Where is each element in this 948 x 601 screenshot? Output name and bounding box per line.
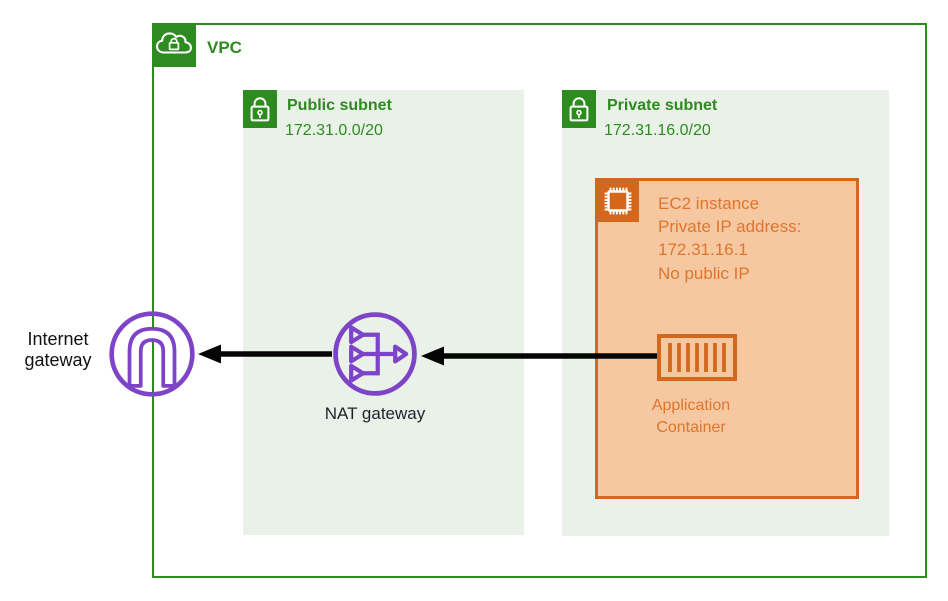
ec2-private-ip-value: 172.31.16.1 bbox=[658, 240, 748, 260]
ec2-instance-box bbox=[595, 178, 859, 499]
internet-gateway-label: Internet gateway bbox=[8, 329, 108, 371]
private-subnet-label: Private subnet bbox=[607, 97, 718, 114]
ec2-title: EC2 instance bbox=[658, 194, 760, 213]
application-container-label: Application Container bbox=[621, 395, 761, 438]
ec2-chip-icon bbox=[597, 180, 639, 222]
nat-gateway-label: NAT gateway bbox=[324, 404, 426, 423]
public-subnet-region bbox=[243, 90, 524, 535]
internet-gateway-icon bbox=[107, 309, 197, 399]
public-subnet-label: Public subnet bbox=[287, 97, 392, 114]
private-subnet-lock-icon bbox=[562, 90, 596, 128]
private-subnet-cidr: 172.31.16.0/20 bbox=[604, 122, 711, 139]
vpc-boundary bbox=[152, 23, 927, 578]
ec2-no-public-ip: No public IP bbox=[658, 263, 750, 283]
ec2-instance-text: EC2 instance Private IP address: 172.31.… bbox=[658, 192, 801, 285]
igw-label-line2: gateway bbox=[24, 350, 92, 370]
container-label-line2: Container bbox=[656, 418, 726, 436]
application-container-icon bbox=[657, 334, 737, 381]
container-label-line1: Application bbox=[651, 397, 731, 414]
nat-gateway-icon bbox=[331, 310, 419, 398]
public-subnet-cidr: 172.31.0.0/20 bbox=[285, 122, 383, 139]
vpc-label: VPC bbox=[207, 38, 242, 57]
ec2-private-ip-label: Private IP address: bbox=[658, 217, 802, 237]
igw-label-line1: Internet bbox=[27, 329, 89, 349]
vpc-icon bbox=[152, 23, 196, 67]
public-subnet-lock-icon bbox=[243, 90, 277, 128]
